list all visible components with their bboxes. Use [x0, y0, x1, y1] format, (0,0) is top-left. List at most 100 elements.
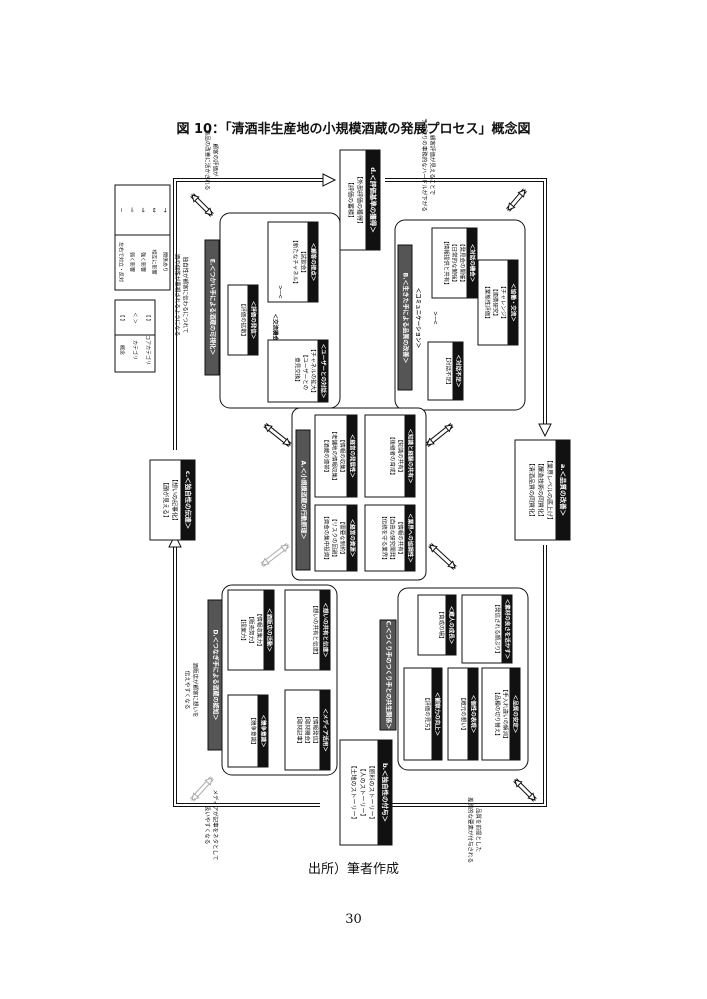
legend-arrows-frame	[114, 184, 171, 291]
note-top-left: 顧客の評価が	[212, 143, 220, 177]
center-resource-concept: 【リスクの回避】	[331, 516, 339, 560]
module-e-contact-titlebar	[307, 221, 319, 303]
module-d-media-concept: 【取材機会】	[304, 713, 312, 746]
module-d-media-concept: 【情報発信】	[312, 713, 320, 746]
module-b-opportunity-title: ＜対話の機会＞	[469, 244, 477, 283]
legend-arrow-symbol: ─	[118, 207, 125, 212]
page-number: 30	[345, 912, 362, 927]
module-c-quality: ＜品質の安定＞【手入れ違いの解消】【品種の切り替え】	[481, 667, 521, 761]
module-b-shortage-title: ＜対話不足＞	[455, 354, 463, 388]
legend-symbol: 【 】	[119, 312, 125, 324]
node-a-heading-bar	[555, 439, 571, 541]
module-d-share-concept: 【想いの共有と伝達】	[312, 602, 320, 657]
module-e-sub: ＜交流機会＞	[272, 313, 280, 347]
module-e-contact-concept: 【試飲会】	[300, 248, 308, 276]
module-c-observation-concept: 【評価の見方】	[424, 695, 432, 734]
module-d-media: ＜メディア活用＞【情報発信】【取材機会】【取材記事】	[284, 689, 331, 771]
module-c-heading-bar	[379, 619, 397, 731]
center-knowledge-concept: 【知識の共有】	[397, 437, 405, 476]
legend-label: 概念	[119, 345, 126, 355]
module-e-eval-title: ＜評価の発信＞	[250, 301, 258, 340]
module-b-opportunity-concept: 【日常的な勉強】	[451, 241, 459, 285]
module-b-collab-concept: 【連携研究】	[492, 286, 500, 319]
loop-arrow-b-to-c	[173, 545, 320, 807]
node-b-heading-bar	[377, 739, 393, 846]
module-d-media-title: ＜メディア活用＞	[322, 708, 330, 752]
arrow-d-center	[260, 543, 290, 567]
module-c-observation-titlebar	[431, 667, 443, 761]
center-cooperation-titlebar	[404, 504, 416, 572]
legend-label: カテゴリ	[132, 340, 139, 360]
module-d-retailer-concept: 【販売努力】	[248, 613, 256, 646]
module-e-dialogue-titlebar	[317, 339, 329, 403]
module-e-dialogue-concept: 意見交換】	[294, 357, 302, 385]
node-c: c.＜独自性の伝達＞【想いの記事化】【顔が見える】	[149, 459, 196, 541]
module-d-share-title: ＜想いの共有と伝達＞	[322, 602, 330, 658]
module-e-dialogue-concept: 【チャネルの拡大】	[310, 346, 318, 395]
module-c-heading: C.＜つくり手のつくり手との共生関係＞	[385, 621, 393, 730]
module-b-shortage-titlebar	[452, 341, 464, 401]
center-growth-concept: 【老舗地の情報収集】	[331, 428, 339, 483]
module-b-shortage-concept: 【対話不足】	[445, 354, 453, 387]
module-e-eval-concept: 【評価の拡散】	[240, 301, 248, 340]
module-e-contact-title: ＜顧客の接点＞	[310, 243, 318, 282]
module-c-individuality-titlebar	[467, 667, 479, 761]
node-a-heading: a.＜品質の改善＞	[559, 464, 568, 516]
center-growth-title: ＜経営の発展性＞	[349, 434, 357, 479]
module-c-growth-concept: 【育成の場】	[438, 608, 446, 641]
node-b-concept: 【人のストーリー】	[359, 765, 366, 819]
center-cooperation-concept: 【自由な研究開発】	[389, 513, 397, 563]
module-e-heading-bar	[204, 239, 220, 376]
legend-symbol: 【 】	[145, 312, 151, 324]
module-b-collab-concept: 【業態性評価】	[484, 283, 492, 322]
module-e-dialogue-title: ＜ユーザーとの対話＞	[320, 344, 328, 399]
loop-arrow-d-to-a	[385, 178, 547, 425]
center-cooperation: ＜業界への協調性＞【情報の共有】【自由な研究開発】【伝統を守る業界】	[364, 504, 416, 572]
legend-symbol: ＜ ＞	[132, 312, 138, 324]
module-d-heading-bar	[207, 599, 223, 751]
node-c-heading-bar	[180, 459, 196, 541]
module-b-opposition: >─<	[432, 311, 439, 325]
module-d-share: ＜想いの共有と伝達＞【想いの共有と伝達】	[284, 589, 331, 671]
module-d-retailer-concept: 【情報収集力】	[256, 611, 264, 650]
module-e-dialogue-concept: 【ユーザーとの	[302, 352, 309, 390]
module-c-individuality-title: ＜個性の表現＞	[470, 695, 478, 734]
note-bottom-left: メディアが記事をネタとして	[212, 790, 220, 861]
legend-arrow-label: 左右で対立・反対	[118, 242, 125, 282]
loop-arrow-a-to-b	[390, 545, 547, 807]
center-knowledge-titlebar	[404, 414, 416, 498]
center-growth: ＜経営の発展性＞【情報の収集】【老舗地の情報収集】【酒蔵の連帯】	[314, 414, 358, 498]
module-c-observation-title: ＜観察力の向上＞	[434, 692, 442, 737]
node-a: a.＜品質の改善＞【業界レベルの底上げ】【醸造技術の同質化】【清酒品質の同質化】	[514, 439, 571, 541]
module-c-quality-titlebar	[509, 667, 521, 761]
module-c-material-concept: 【発信される顔ぶり】	[494, 601, 502, 656]
node-b-concept: 【土地のストーリー】	[350, 762, 358, 822]
node-a-concept: 【醸造技術の同質化】	[537, 460, 545, 520]
node-a-concept: 【清酒品質の同質化】	[528, 460, 536, 520]
legend-arrow-symbol: ⇨	[129, 207, 136, 212]
module-c: C.＜つくり手のつくり手との共生関係＞＜蔵人の成長＞【育成の場】＜観察力の向上＞…	[379, 587, 529, 771]
module-d-share-titlebar	[319, 589, 331, 671]
legend-arrow-label: 関係あり	[162, 252, 169, 272]
note-top-right: 予算取りの事務的なハードルが下がる	[421, 118, 429, 212]
center-growth-titlebar	[346, 414, 358, 498]
module-d-retailer-titlebar	[263, 589, 275, 671]
center-knowledge-concept: 【後継者の育成】	[389, 434, 397, 478]
center-knowledge-title: ＜知識と経験の共有＞	[407, 428, 415, 484]
node-d-heading: d.＜評価基準の獲得＞	[369, 167, 378, 233]
module-c-quality-title: ＜品質の安定＞	[512, 695, 520, 734]
arrow-d-b	[506, 188, 527, 212]
arrow-d-e	[190, 193, 214, 217]
center-resource: ＜経営の資源＞【需要な制約】【リスクの回避】【資金の集中投資】	[314, 504, 358, 572]
note-mid-left: 酒の個性が重視されるようになる	[174, 254, 182, 337]
note-lower-left: 伝えやすくなる	[184, 671, 192, 710]
module-d-retailer-title: ＜酒販店の活動＞	[266, 608, 274, 653]
module-c-growth-titlebar	[445, 594, 457, 656]
center-growth-concept: 【情報の収集】	[339, 437, 347, 476]
legend-arrow-label: 強く影響	[140, 252, 147, 272]
note-bottom-left: 扱いやすくなる	[204, 806, 212, 845]
arrow-c-center	[428, 543, 457, 570]
node-d-heading-bar	[365, 149, 381, 251]
note-lower-left: 酒販店が顧客に想いを	[192, 662, 200, 717]
legend-label: コアカテゴリ	[145, 335, 152, 365]
